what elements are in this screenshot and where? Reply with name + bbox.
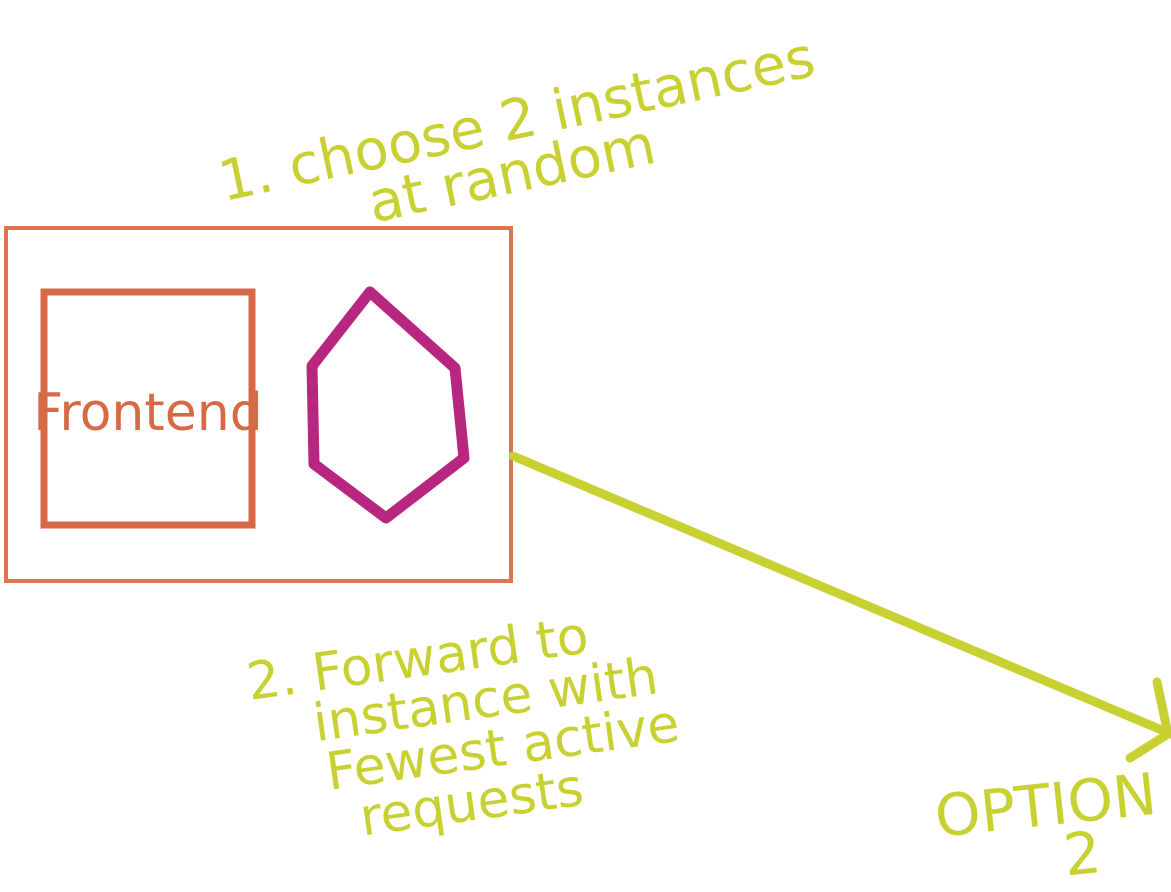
arrow-head bbox=[1125, 677, 1171, 763]
step2-annotation: 2. Forward to instance with Fewest activ… bbox=[243, 606, 683, 849]
arrow-right-down-icon bbox=[508, 451, 1171, 763]
option-label: OPTION 2 bbox=[932, 760, 1160, 890]
option-line-2: 2 bbox=[1060, 818, 1104, 889]
arrow-shaft bbox=[508, 451, 1171, 739]
service-container-box bbox=[4, 226, 513, 583]
frontend-label: Frontend bbox=[33, 383, 262, 443]
hexagon-icon bbox=[306, 286, 470, 524]
frontend-box bbox=[40, 288, 256, 529]
option-line-1: OPTION bbox=[932, 760, 1160, 851]
